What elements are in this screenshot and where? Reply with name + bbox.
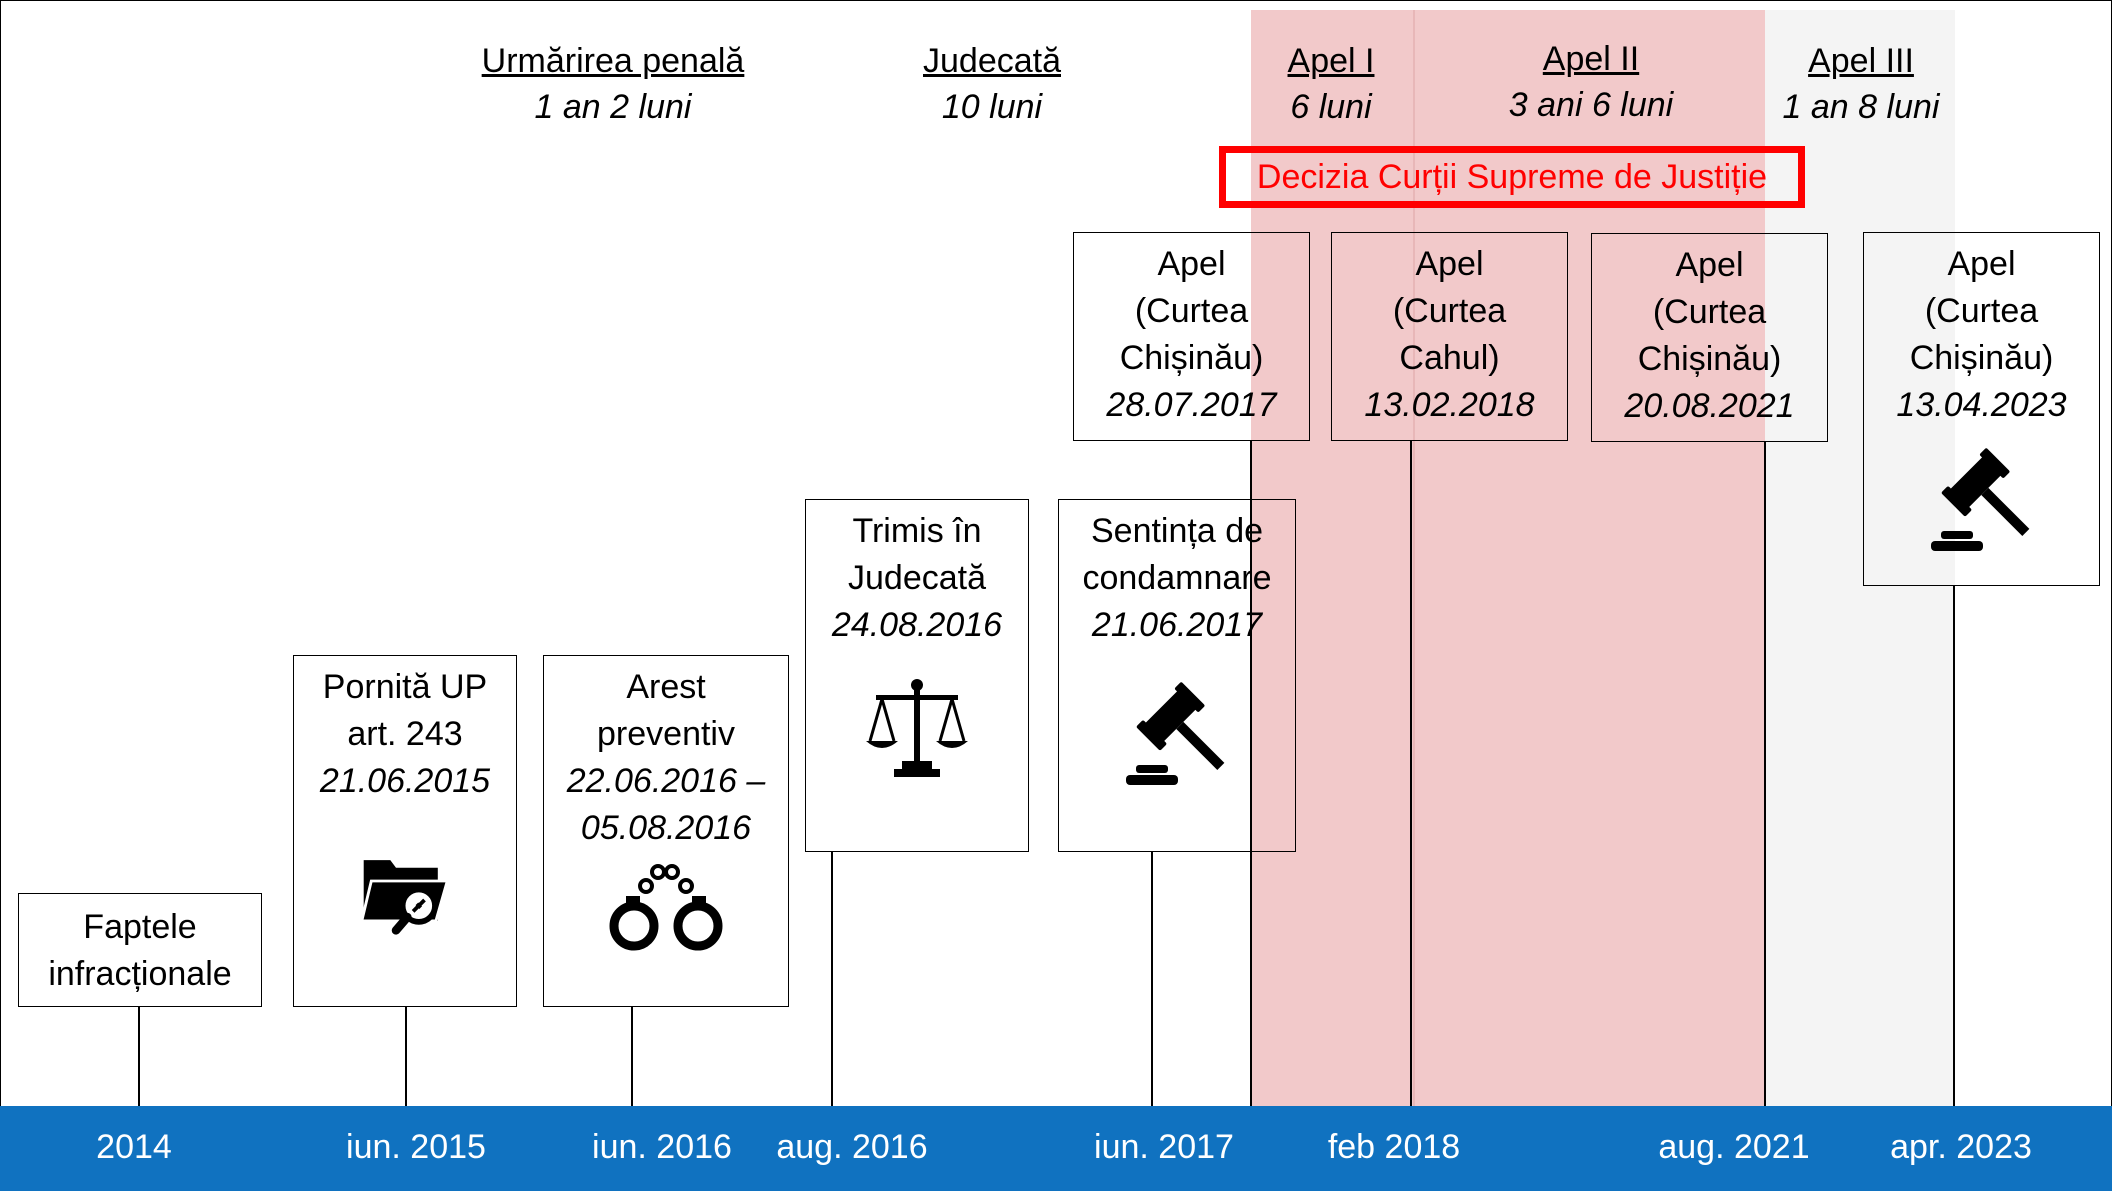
event-apel-curtea-chisinau-2023: Apel (Curtea Chișinău) 13.04.2023: [1863, 232, 2100, 586]
event-label: Apel: [1947, 245, 2016, 283]
event-label: art. 243: [347, 715, 463, 753]
timeline-axis: [0, 1106, 2112, 1191]
phase-apel-iii: Apel III 1 an 8 luni: [1766, 38, 1956, 130]
event-label: (Curtea: [1392, 292, 1507, 330]
phase-duration: 1 an 8 luni: [1782, 88, 1940, 126]
phase-judecata: Judecată 10 luni: [892, 38, 1092, 130]
phase-duration: 6 luni: [1290, 88, 1372, 126]
event-label: infracționale: [48, 955, 232, 993]
event-label: Chișinău): [1909, 339, 2054, 377]
connector-line: [138, 1006, 140, 1106]
event-label: preventiv: [597, 715, 735, 753]
event-apel-curtea-cahul-2018: Apel (Curtea Cahul) 13.02.2018: [1331, 232, 1568, 441]
event-label: Trimis în: [852, 512, 982, 550]
phase-duration: 1 an 2 luni: [534, 88, 692, 126]
phase-duration: 3 ani 6 luni: [1508, 86, 1674, 124]
supreme-court-decision-label: Decizia Curții Supreme de Justiție: [1219, 146, 1805, 208]
phase-apel-i: Apel I 6 luni: [1261, 38, 1401, 130]
phase-urmarirea-penala: Urmărirea penală 1 an 2 luni: [463, 38, 763, 130]
gavel-icon: [1927, 445, 2037, 555]
apel-iii-band: [1765, 10, 1955, 1106]
event-pornita-up: Pornită UP art. 243 21.06.2015: [293, 655, 517, 1007]
handcuffs-icon: [606, 858, 726, 958]
axis-label-iun-2016: iun. 2016: [592, 1128, 732, 1166]
connector-line: [1151, 852, 1153, 1106]
event-date: 28.07.2017: [1106, 386, 1277, 424]
gavel-icon: [1122, 679, 1232, 789]
connector-line: [1250, 440, 1252, 1106]
event-date: 13.04.2023: [1896, 386, 2067, 424]
event-label: Pornită UP: [322, 668, 488, 706]
event-sentinta-de-condamnare: Sentința de condamnare 21.06.2017: [1058, 499, 1296, 852]
event-date: 21.06.2015: [319, 762, 491, 800]
event-date: 21.06.2017: [1091, 606, 1263, 644]
event-label: (Curtea: [1134, 292, 1249, 330]
event-label: Judecată: [848, 559, 986, 597]
event-date: 05.08.2016: [580, 809, 752, 847]
axis-label-aug-2021: aug. 2021: [1658, 1128, 1810, 1166]
event-label: condamnare: [1082, 559, 1272, 597]
axis-label-feb-2018: feb 2018: [1327, 1128, 1461, 1166]
event-label: Chișinău): [1637, 340, 1782, 378]
event-label: Arest: [626, 668, 706, 706]
axis-label-2014: 2014: [96, 1128, 172, 1166]
connector-line: [831, 851, 833, 1106]
event-label: Sentința de: [1090, 512, 1264, 550]
event-label: Cahul): [1399, 339, 1500, 377]
phase-name: Apel III: [1808, 42, 1914, 80]
event-label: Apel: [1415, 245, 1484, 283]
event-date: 13.02.2018: [1364, 386, 1535, 424]
axis-label-iun-2017: iun. 2017: [1094, 1128, 1234, 1166]
phase-name: Apel II: [1542, 40, 1640, 78]
event-faptele-infractionale: Faptele infracționale: [18, 893, 262, 1007]
event-date: 24.08.2016: [831, 606, 1003, 644]
event-trimis-in-judecata: Trimis în Judecată 24.08.2016: [805, 499, 1029, 852]
event-label: Apel: [1675, 246, 1744, 284]
event-date: 20.08.2021: [1624, 387, 1795, 425]
phase-duration: 10 luni: [941, 88, 1043, 126]
folder-search-icon: [358, 843, 453, 938]
appeal-band-divider: [1413, 10, 1415, 1106]
event-label: Faptele: [83, 908, 197, 946]
connector-line: [405, 1006, 407, 1106]
axis-label-iun-2015: iun. 2015: [346, 1128, 486, 1166]
axis-label-apr-2023: apr. 2023: [1890, 1128, 2032, 1166]
phase-apel-ii: Apel II 3 ani 6 luni: [1471, 36, 1711, 128]
phase-name: Judecată: [923, 42, 1061, 80]
phase-name: Urmărirea penală: [481, 42, 745, 80]
event-label: (Curtea: [1924, 292, 2039, 330]
event-apel-curtea-chisinau-2021: Apel (Curtea Chișinău) 20.08.2021: [1591, 233, 1828, 442]
event-label: Apel: [1157, 245, 1226, 283]
event-arest-preventiv: Arest preventiv 22.06.2016 – 05.08.2016: [543, 655, 789, 1007]
appeal-period-band: [1251, 10, 1765, 1106]
connector-line: [631, 1006, 633, 1106]
scales-of-justice-icon: [862, 675, 972, 785]
connector-line: [1764, 441, 1766, 1106]
connector-line: [1953, 585, 1955, 1106]
axis-label-aug-2016: aug. 2016: [776, 1128, 928, 1166]
event-label: Chișinău): [1119, 339, 1264, 377]
phase-name: Apel I: [1287, 42, 1375, 80]
event-date: 22.06.2016 –: [566, 762, 766, 800]
connector-line: [1410, 440, 1412, 1106]
event-apel-curtea-chisinau-2017: Apel (Curtea Chișinău) 28.07.2017: [1073, 232, 1310, 441]
event-label: (Curtea: [1652, 293, 1767, 331]
